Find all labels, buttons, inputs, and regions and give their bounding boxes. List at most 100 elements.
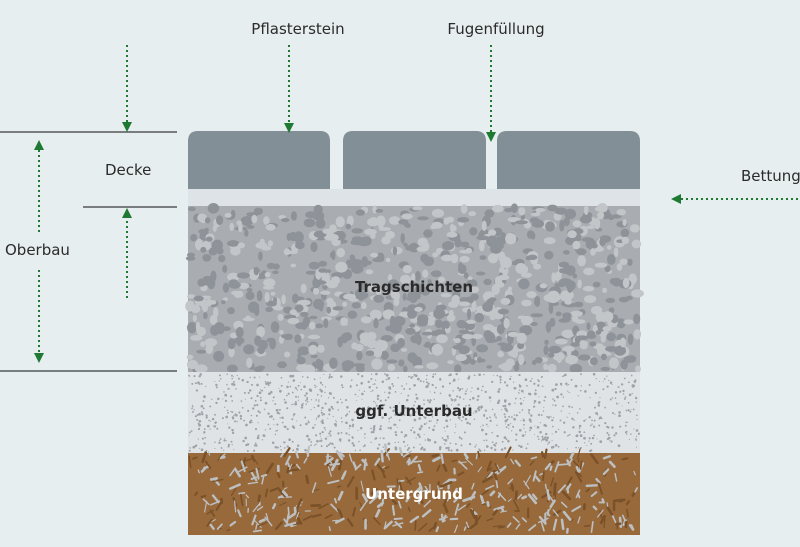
sand-dot [624, 396, 627, 398]
sand-dot [496, 424, 498, 427]
soil-streak [528, 524, 537, 532]
sand-dot [439, 377, 442, 380]
gravel-blob [230, 209, 236, 219]
sand-dot [501, 409, 503, 411]
sand-dot [427, 382, 430, 385]
gravel-blob [203, 276, 213, 280]
sand-dot [351, 436, 354, 439]
gravel-blob [427, 279, 432, 286]
sand-dot [543, 399, 546, 402]
soil-streak [494, 463, 500, 473]
sand-dot [230, 440, 233, 443]
label-tragschichten: Tragschichten [354, 278, 474, 296]
sand-dot [316, 385, 318, 387]
sand-dot [297, 384, 300, 387]
sand-dot [552, 416, 555, 419]
sand-dot [355, 384, 358, 387]
gravel-blob [448, 301, 459, 308]
sand-dot [214, 421, 217, 424]
gravel-blob [290, 211, 297, 221]
sand-dot [320, 439, 323, 442]
gravel-blob [307, 334, 321, 340]
sand-dot [636, 418, 638, 421]
sand-dot [314, 424, 316, 426]
sand-dot [351, 442, 354, 445]
sand-dot [507, 439, 510, 443]
soil-streak [481, 489, 490, 496]
sand-dot [606, 431, 609, 434]
gravel-blob [441, 254, 454, 262]
sand-dot [213, 425, 217, 428]
sand-dot [515, 433, 518, 436]
gravel-blob [205, 236, 213, 242]
sand-dot [631, 392, 633, 395]
sand-dot [323, 426, 326, 429]
sand-dot [281, 421, 284, 424]
sand-dot [328, 432, 331, 435]
soil-streak [188, 455, 192, 468]
sand-dot [505, 426, 508, 428]
soil-streak [371, 469, 376, 481]
gravel-blob [420, 253, 429, 263]
sand-dot [200, 411, 203, 414]
soil-streak [431, 453, 439, 458]
sand-dot [538, 385, 540, 387]
soil-streak [543, 448, 548, 459]
sand-dot [321, 384, 324, 386]
sand-dot [580, 385, 583, 387]
soil-streak [248, 467, 261, 473]
label-pflasterstein: Pflasterstein [251, 20, 345, 38]
soil-streak [469, 509, 477, 520]
sand-dot [232, 417, 235, 420]
sand-dot [519, 397, 522, 400]
gravel-blob [548, 304, 554, 313]
sand-dot [352, 444, 356, 447]
gravel-blob [200, 246, 207, 253]
sand-dot [310, 399, 313, 401]
sand-dot [531, 378, 533, 380]
soil-streak [462, 495, 476, 503]
soil-streak [348, 453, 353, 463]
sand-dot [340, 431, 343, 434]
gravel-blob [340, 322, 348, 326]
sand-dot [232, 376, 234, 378]
gravel-blob [579, 215, 592, 224]
gravel-blob [515, 220, 528, 225]
gravel-blob [198, 229, 208, 234]
sand-dot [511, 430, 513, 432]
sand-dot [490, 446, 493, 450]
sand-dot [585, 418, 587, 420]
gravel-blob [256, 326, 266, 338]
sand-dot [602, 388, 605, 391]
sand-dot [233, 448, 235, 450]
soil-streak [238, 491, 246, 495]
gravel-blob [423, 229, 433, 238]
gravel-blob [300, 283, 307, 294]
sand-dot [319, 381, 323, 384]
gravel-blob [483, 330, 492, 339]
sand-dot [607, 426, 610, 429]
gravel-blob [521, 272, 532, 278]
gravel-blob [369, 309, 382, 321]
gravel-blob [368, 284, 377, 293]
sand-dot [230, 374, 233, 377]
sand-dot [443, 438, 445, 441]
gravel-blob [197, 278, 206, 287]
sand-dot [361, 375, 364, 378]
gravel-blob [387, 279, 399, 291]
sand-dot [257, 422, 259, 424]
soil-streak [569, 451, 575, 460]
gravel-blob [435, 319, 443, 329]
gravel-blob [481, 220, 487, 232]
gravel-blob [213, 307, 219, 318]
gravel-blob [417, 216, 429, 221]
sand-dot [604, 406, 606, 409]
sand-dot [422, 380, 425, 383]
sand-dot [264, 386, 266, 389]
gravel-blob [446, 216, 455, 223]
sand-dot [618, 414, 621, 418]
sand-dot [412, 376, 414, 378]
sand-dot [278, 408, 281, 411]
sand-dot [384, 399, 387, 402]
sand-dot [589, 449, 592, 453]
